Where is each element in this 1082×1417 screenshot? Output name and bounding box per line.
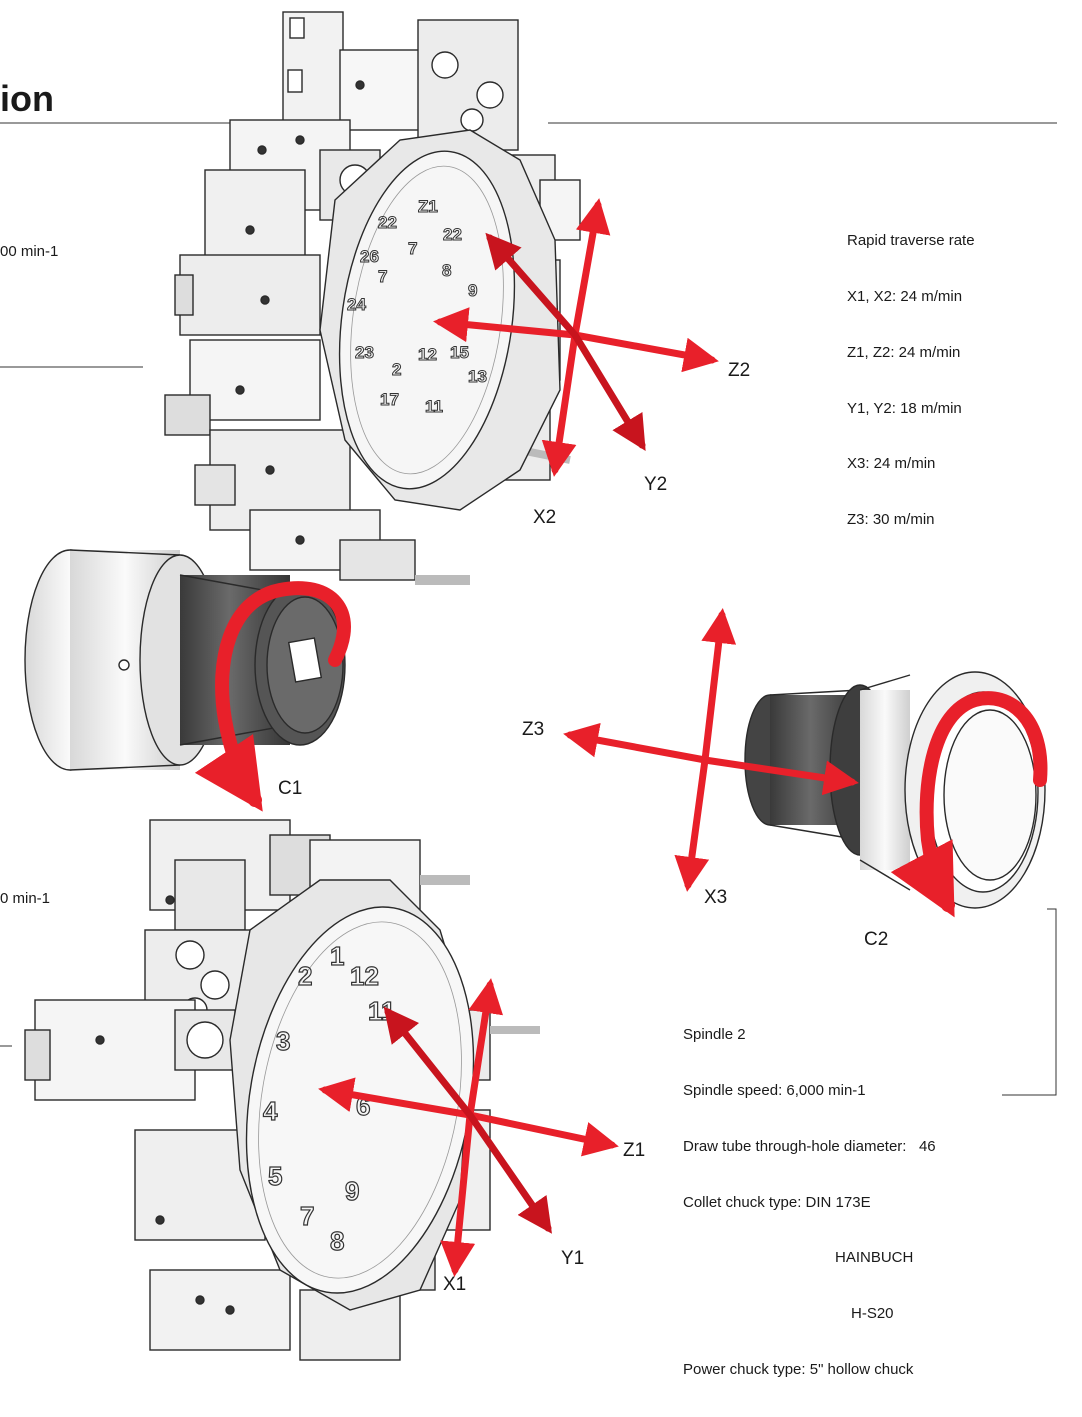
upper-turret	[164, 11, 581, 585]
lower-turret-number: 3	[276, 1026, 290, 1056]
section-title: ion	[0, 78, 54, 119]
spindle1-speed-note: 00 min-1	[0, 243, 59, 260]
axis-label-x2: X2	[533, 507, 557, 528]
spindle2-power-chuck: Power chuck type: 5" hollow chuck	[683, 1360, 914, 1378]
axis-label-y1: Y1	[561, 1248, 585, 1269]
axis-label-x3: X3	[704, 887, 728, 908]
spindle2-spec-block: Spindle 2 Spindle speed: 6,000 min-1 Dra…	[683, 989, 936, 1417]
upper-turret-number: 9	[468, 281, 477, 300]
spindle2-heading: Spindle 2	[683, 1026, 746, 1044]
axis-label-c1: C1	[278, 778, 303, 799]
lower-turret-number: 8	[330, 1226, 344, 1256]
spindle2-collet-type: Collet chuck type: DIN 173E	[683, 1193, 871, 1211]
rapid-traverse-block: Rapid traverse rate X1, X2: 24 m/min Z1,…	[847, 195, 975, 567]
upper-turret-number: 7	[378, 267, 387, 286]
z2-arrow-back	[433, 307, 579, 343]
z1-arrow	[466, 1111, 619, 1157]
upper-turret-number: 17	[380, 390, 399, 409]
axis-label-y2: Y2	[644, 474, 668, 495]
upper-turret-number: 7	[408, 239, 417, 258]
axis-arrows-spindle2	[563, 608, 859, 892]
z3-arrow-fwd	[701, 756, 859, 796]
x2-arrow-down	[541, 331, 579, 477]
lower-turret-number: 5	[268, 1161, 282, 1191]
rapid-traverse-heading: Rapid traverse rate	[847, 232, 975, 250]
rapid-traverse-line: X3: 24 m/min	[847, 455, 936, 473]
upper-turret-number: 23	[355, 343, 374, 362]
c1-rotation-arrow	[194, 581, 351, 812]
spindle2	[744, 671, 1046, 909]
spindle2-collet-model: H-S20	[851, 1305, 894, 1323]
upper-turret-number: 22	[443, 225, 462, 244]
upper-turret-number: 11	[425, 397, 443, 416]
y2-arrow	[571, 331, 646, 451]
rapid-traverse-line: Z1, Z2: 24 m/min	[847, 343, 961, 361]
lower-turret-number: 1	[330, 941, 344, 971]
y1-arrow	[466, 1111, 552, 1234]
upper-turret-numbers: 22 Z1 22 26 7 7 8 9 24 23 2 12 15 13 17 …	[347, 197, 488, 417]
upper-turret-number: 12	[418, 345, 437, 364]
diagram-stage: ion 00 min-1 0 min-1 Rapid traverse rate…	[0, 11, 1057, 1378]
x2-arrow-up	[571, 198, 611, 339]
machine-drawing: 22 Z1 22 26 7 7 8 9 24 23 2 12 15 13 17 …	[0, 11, 1057, 1361]
x3-arrow-up	[701, 608, 737, 764]
spindle2-bracket	[1002, 908, 1057, 1096]
spindle2-draw-tube: Draw tube through-hole diameter: 46	[683, 1137, 936, 1155]
upper-turret-number: 15	[450, 343, 469, 362]
rapid-traverse-line: Z3: 30 m/min	[847, 511, 935, 529]
lower-turret-number: 12	[350, 961, 379, 991]
axis-label-c2: C2	[864, 929, 889, 950]
upper-turret-number: 24	[347, 295, 366, 314]
lower-turret-number: 7	[300, 1201, 314, 1231]
axis-label-z2: Z2	[728, 360, 751, 381]
upper-turret-number: 8	[442, 261, 451, 280]
x1-arrow-down	[440, 1111, 476, 1277]
y2-arrow-back	[485, 232, 579, 339]
lower-turret-number: 9	[345, 1176, 359, 1206]
axis-label-z3: Z3	[522, 719, 545, 740]
axis-label-z1: Z1	[623, 1140, 646, 1161]
upper-turret-number: 2	[392, 360, 401, 379]
upper-turret-number: Z1	[418, 197, 438, 216]
x3-arrow-down	[674, 756, 710, 892]
lower-turret-numbers: 2 1 12 11 3 4 5 6 9 7 8	[262, 940, 396, 1256]
upper-turret-number: 13	[468, 367, 487, 386]
lower-turret-number: 4	[263, 1096, 278, 1126]
z3-arrow	[563, 722, 709, 764]
rapid-traverse-line: X1, X2: 24 m/min	[847, 287, 963, 305]
spindle2-collet-brand: HAINBUCH	[835, 1249, 914, 1267]
spindle1	[24, 549, 346, 771]
lower-turret-number: 2	[298, 961, 312, 991]
axis-arrows-upper	[433, 198, 719, 477]
spindle3-speed-note: 0 min-1	[0, 890, 51, 907]
axis-arrows-lower	[318, 978, 619, 1277]
x1-arrow-up	[466, 978, 504, 1119]
rapid-traverse-line: Y1, Y2: 18 m/min	[847, 399, 962, 417]
spindle2-speed: Spindle speed: 6,000 min-1	[683, 1081, 866, 1099]
z1-arrow-back	[318, 1077, 474, 1119]
axis-label-x1: X1	[443, 1274, 467, 1295]
upper-turret-number: 22	[378, 213, 397, 232]
rotation-arrows	[194, 581, 1048, 918]
y1-arrow-back	[383, 1006, 474, 1119]
z2-arrow	[571, 331, 719, 373]
c2-rotation-arrow	[890, 691, 1048, 918]
upper-turret-number: 26	[360, 247, 379, 266]
lower-turret	[24, 819, 540, 1361]
